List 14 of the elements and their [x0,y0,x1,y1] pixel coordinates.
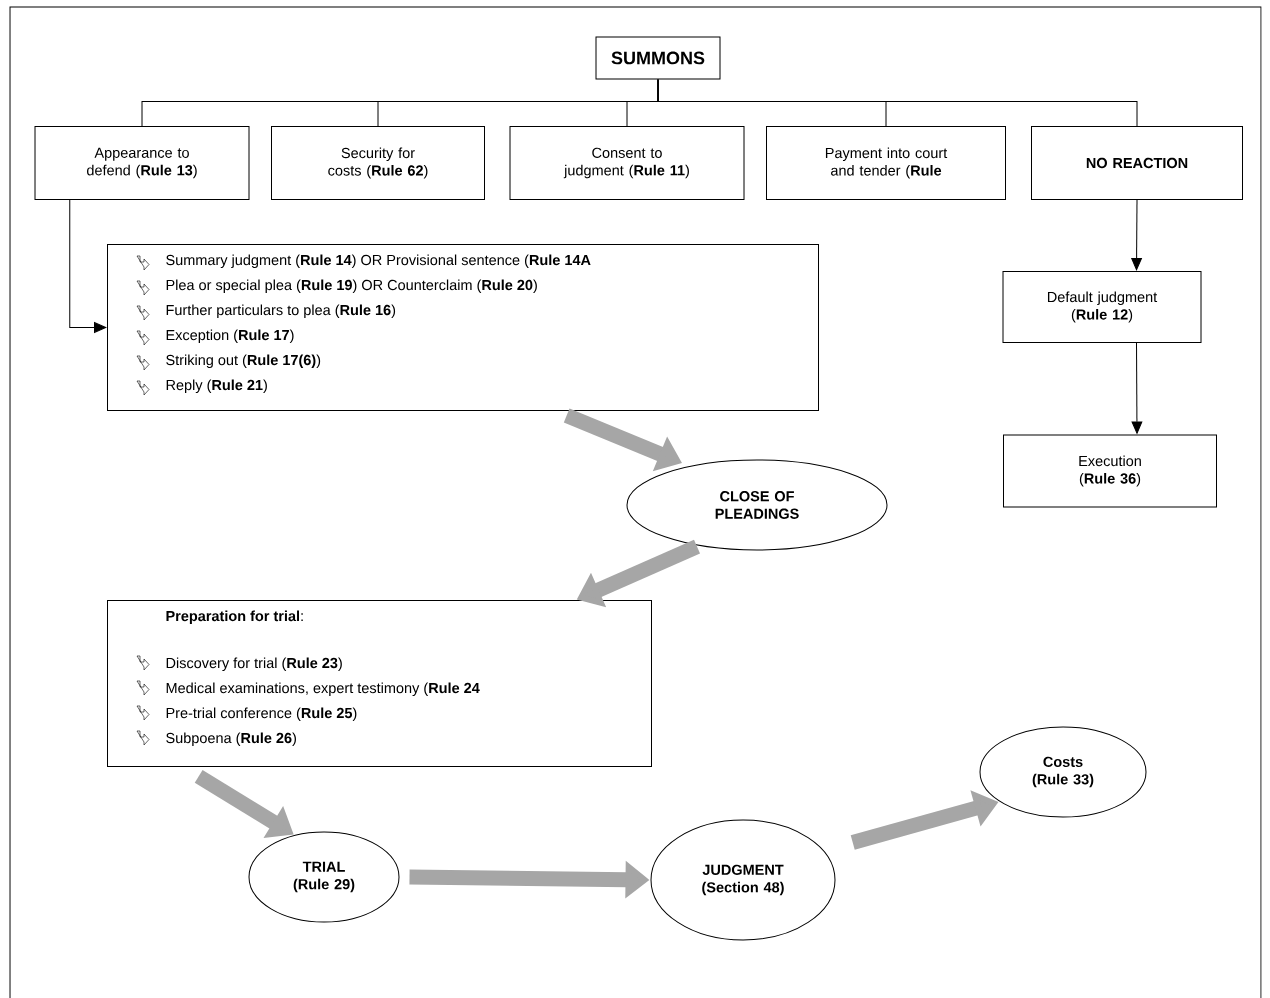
process-box: Payment into court and tender (Rule [766,126,1006,200]
connector-line [657,79,1138,127]
arrow [1131,342,1143,434]
process-box: Consent to judgment (Rule 11) [509,126,745,200]
process-box: Execution (Rule 36) [1003,434,1217,508]
list-box: Summary judgment (Rule 14) OR Provisional sentence (Rule 14A Plea or special plea (Rule 19) OR Counterclaim (Rule 20) Further particulars to plea (Rule 16) Exception (Rule 17) Striking out (Rule 17(6)) Reply (Rule 21) [107,244,819,411]
list-box: Preparation for trial: Discovery for trial (Rule 23) Medical examinations, expert testimony (Rule 24 Pre-trial conference (Rule 25) Subpoena (Rule 26) [107,600,652,767]
process-box: Default judgment (Rule 12) [1002,271,1202,343]
process-box: Appearance to defend (Rule 13) [34,126,250,200]
process-box: Security for costs (Rule 62) [271,126,485,200]
arrow [1131,199,1142,271]
process-box: NO REACTION [1031,126,1243,200]
arrow [69,199,107,333]
title-box: SUMMONS [595,36,721,80]
